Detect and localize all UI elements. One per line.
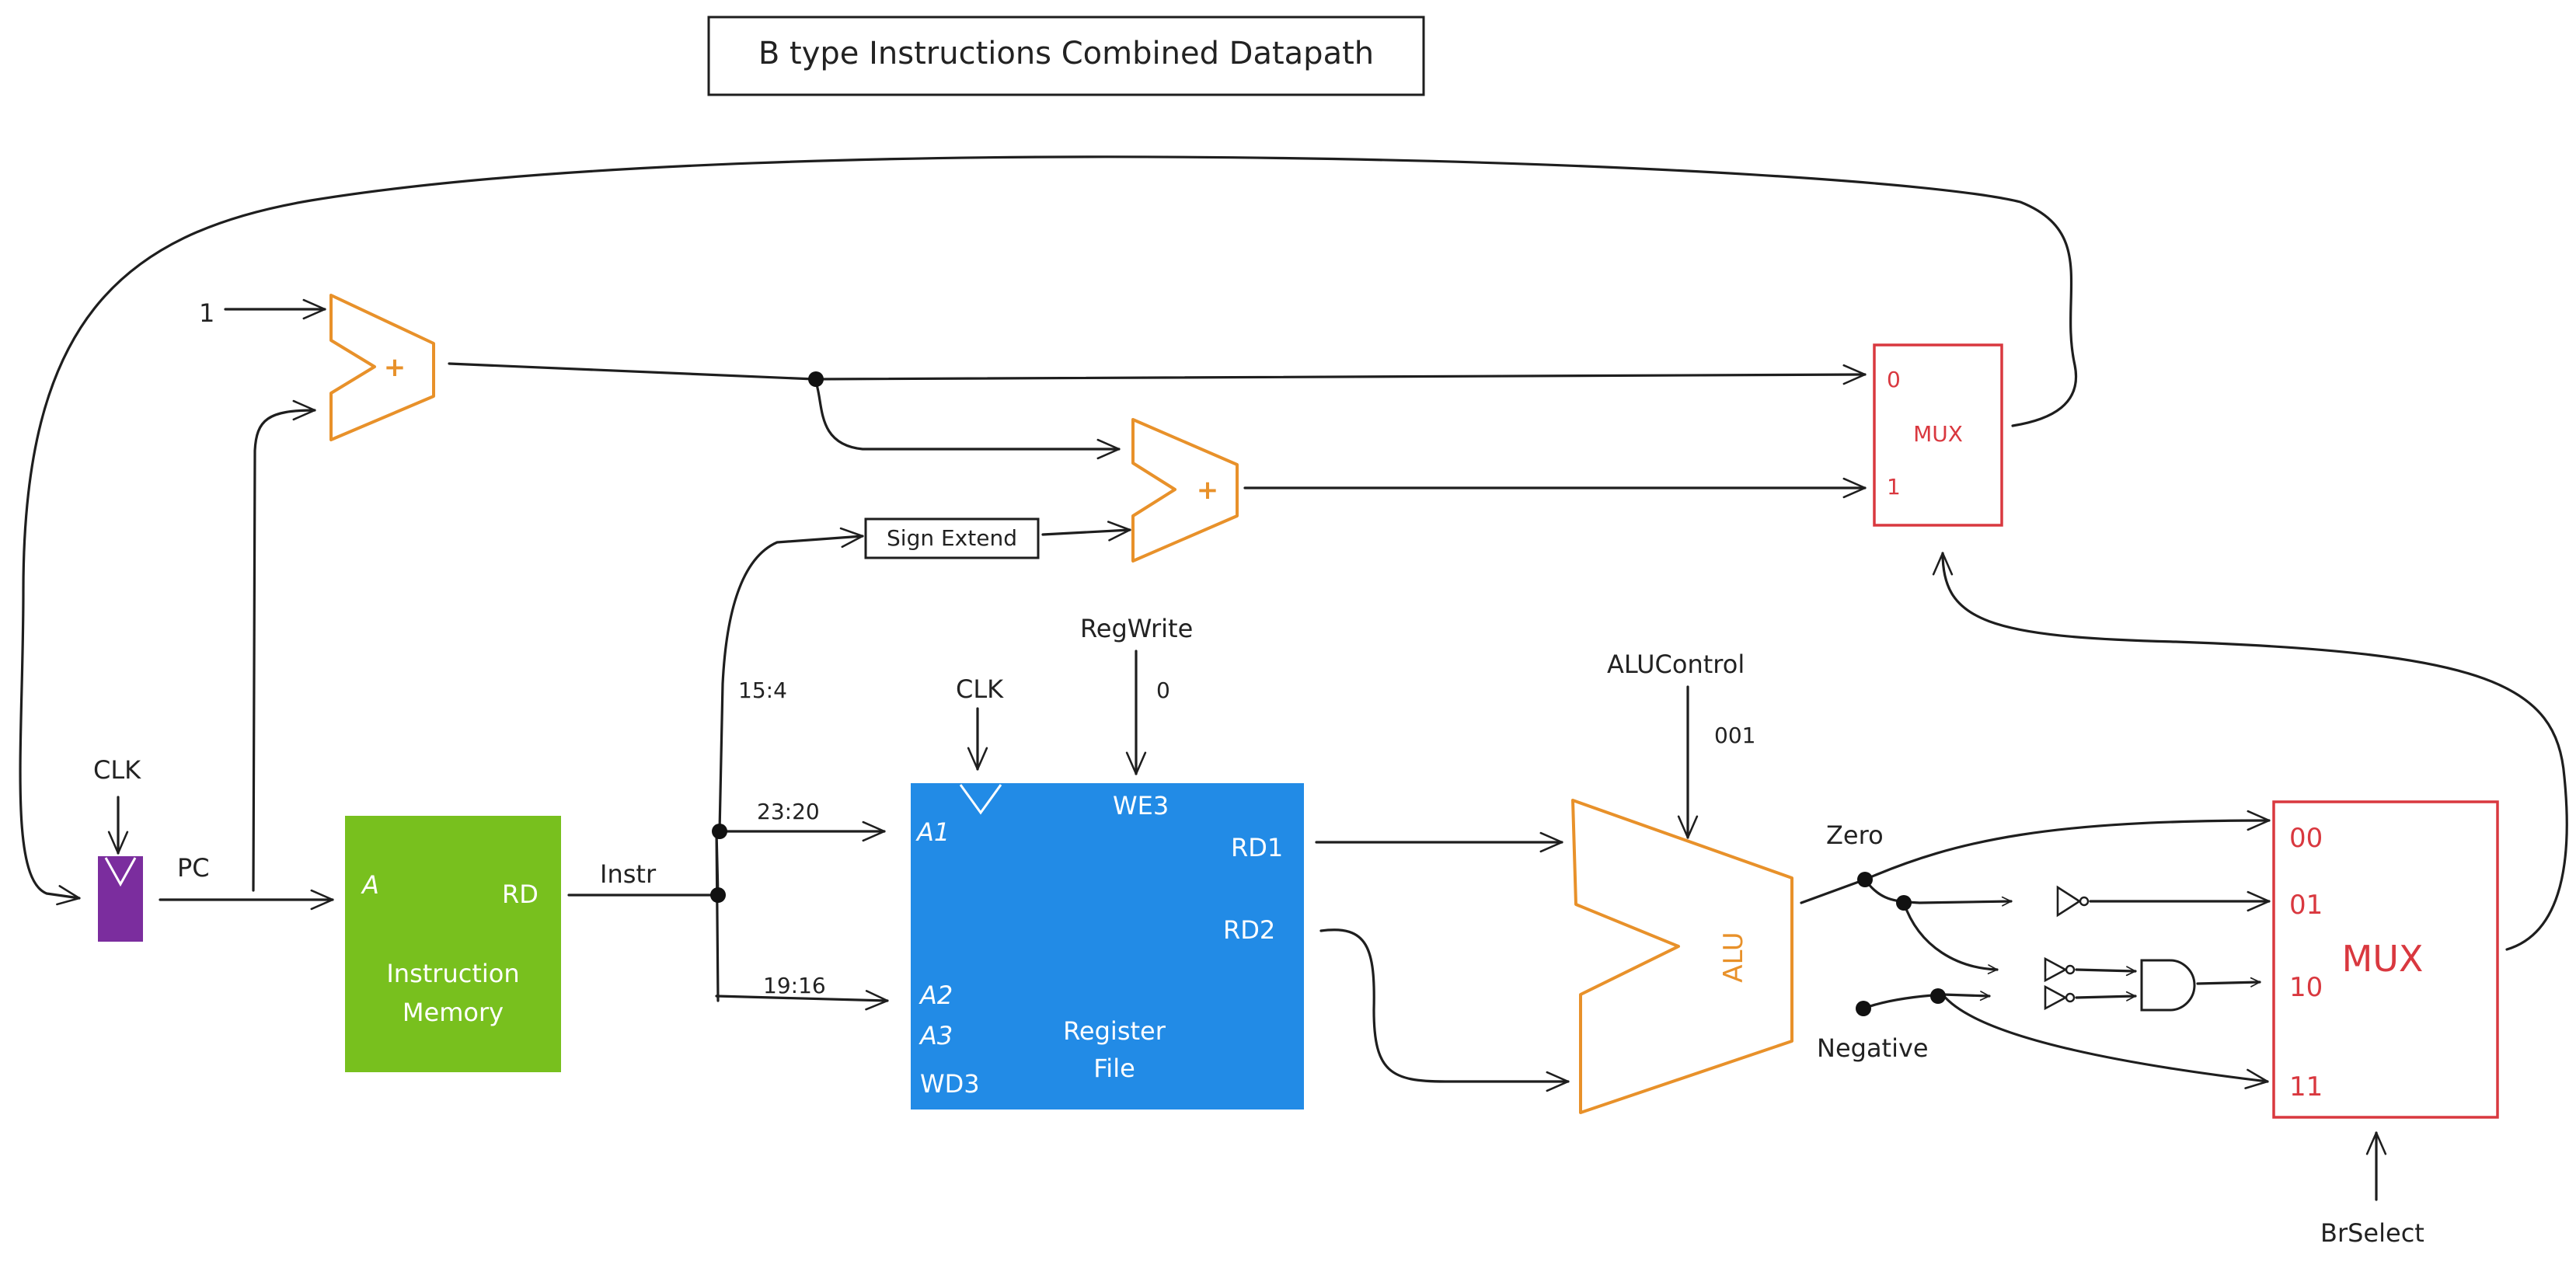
regfile-a3: A3 bbox=[919, 1021, 953, 1050]
alu-label: ALU bbox=[1718, 932, 1749, 982]
regfile-we3: WE3 bbox=[1113, 791, 1169, 820]
pc-mux-label: MUX bbox=[1913, 421, 1963, 447]
wire-instr-bus-vertical bbox=[715, 830, 720, 1002]
regfile-a2: A2 bbox=[919, 981, 953, 1010]
junction-negative-start bbox=[1856, 1001, 1871, 1016]
adder-plus-one: + bbox=[329, 294, 435, 441]
adder-branch-sign: + bbox=[1197, 475, 1219, 506]
not-gate-zero bbox=[2056, 885, 2090, 918]
wire-pc-to-adder bbox=[252, 399, 316, 892]
wire-nota-to-and bbox=[2075, 966, 2137, 977]
alucontrol-value: 001 bbox=[1714, 723, 1755, 748]
regwrite-label: RegWrite bbox=[1080, 614, 1193, 643]
pc-mux-input0: 0 bbox=[1887, 367, 1901, 392]
alucontrol-label: ALUControl bbox=[1607, 650, 1745, 679]
pc-mux: 0 MUX 1 bbox=[1873, 343, 2003, 527]
junction-negative-split bbox=[1930, 988, 1946, 1004]
wire-pcplus1-to-branch-adder bbox=[814, 381, 1121, 460]
wire-zero-to-and-not bbox=[1902, 901, 1999, 974]
register-file: WE3 A1 RD1 RD2 A2 A3 WD3 Register File bbox=[911, 783, 1304, 1110]
wire-zero-to-mux00 bbox=[1863, 810, 2271, 881]
branch-mux-label: MUX bbox=[2342, 938, 2424, 980]
instr-bits-signext: 15:4 bbox=[738, 678, 787, 703]
imem-port-rd: RD bbox=[502, 880, 539, 909]
branch-mux: 00 01 MUX 10 11 bbox=[2272, 800, 2499, 1119]
imem-name-line1: Instruction bbox=[386, 959, 519, 988]
wire-zero-to-not bbox=[1863, 878, 2013, 907]
title-box: B type Instructions Combined Datapath bbox=[707, 16, 1425, 96]
branch-mux-in00: 00 bbox=[2289, 823, 2323, 854]
alu: ALU bbox=[1571, 799, 1793, 1114]
wire-negative bbox=[1862, 991, 1991, 1010]
wire-instr-to-a2 bbox=[715, 990, 889, 1011]
regfile-name-line2: File bbox=[1093, 1054, 1135, 1083]
regfile-a1: A1 bbox=[915, 817, 950, 847]
instr-bits-a1: 23:20 bbox=[757, 799, 820, 824]
pc-clk-label: CLK bbox=[93, 755, 141, 785]
negative-flag-label: Negative bbox=[1817, 1033, 1929, 1063]
and-gate bbox=[2140, 959, 2196, 1012]
junction-zero-2 bbox=[1896, 895, 1912, 911]
branch-mux-in01: 01 bbox=[2289, 890, 2323, 921]
not-gate-and-b bbox=[2044, 984, 2076, 1011]
regfile-rd2: RD2 bbox=[1223, 915, 1275, 945]
diagram-title: B type Instructions Combined Datapath bbox=[758, 36, 1374, 71]
pc-mux-input1: 1 bbox=[1887, 474, 1901, 500]
wire-pcsrc-feedback bbox=[1932, 552, 2568, 951]
pc-register bbox=[98, 856, 143, 942]
sign-extend-label: Sign Extend bbox=[887, 525, 1017, 551]
branch-mux-in10: 10 bbox=[2289, 972, 2323, 1003]
regfile-rd1: RD1 bbox=[1231, 833, 1283, 862]
wire-signext-to-adder bbox=[1041, 521, 1131, 542]
junction-pcplus1 bbox=[808, 371, 824, 387]
wire-notb-to-and bbox=[2075, 991, 2137, 1002]
wire-and-to-mux10 bbox=[2196, 977, 2261, 988]
instr-bits-a2: 19:16 bbox=[763, 973, 826, 998]
not-gate-and-a bbox=[2044, 956, 2076, 983]
wire-pcplus1-to-mux bbox=[448, 362, 1867, 385]
wire-negative-to-mux11 bbox=[1941, 993, 2269, 1089]
instr-label: Instr bbox=[600, 859, 657, 889]
regfile-wd3: WD3 bbox=[920, 1069, 980, 1099]
regwrite-value: 0 bbox=[1156, 678, 1170, 703]
wire-rd2-to-alu bbox=[1319, 928, 1570, 1092]
imem-port-a: A bbox=[361, 870, 379, 900]
const-one-label: 1 bbox=[199, 298, 214, 328]
instruction-memory: A RD Instruction Memory bbox=[345, 816, 561, 1072]
wire-alu-zero bbox=[1800, 878, 1867, 904]
brselect-label: BrSelect bbox=[2320, 1218, 2424, 1248]
wire-instr-to-signext bbox=[718, 527, 864, 833]
imem-name-line2: Memory bbox=[403, 998, 504, 1027]
pc-label: PC bbox=[177, 853, 210, 883]
junction-instr-upper bbox=[712, 824, 727, 839]
junction-zero-1 bbox=[1857, 872, 1873, 887]
zero-flag-label: Zero bbox=[1826, 820, 1884, 850]
junction-dots bbox=[710, 371, 1946, 1016]
wire-pcnext-feedback bbox=[19, 155, 2078, 906]
regfile-name-line1: Register bbox=[1063, 1016, 1166, 1046]
branch-mux-in11: 11 bbox=[2289, 1071, 2323, 1103]
adder-plus-one-sign: + bbox=[384, 352, 406, 383]
regfile-clk-label: CLK bbox=[956, 674, 1004, 704]
sign-extend-box: Sign Extend bbox=[864, 517, 1040, 559]
adder-branch: + bbox=[1131, 418, 1239, 563]
junction-instr-main bbox=[710, 887, 726, 903]
